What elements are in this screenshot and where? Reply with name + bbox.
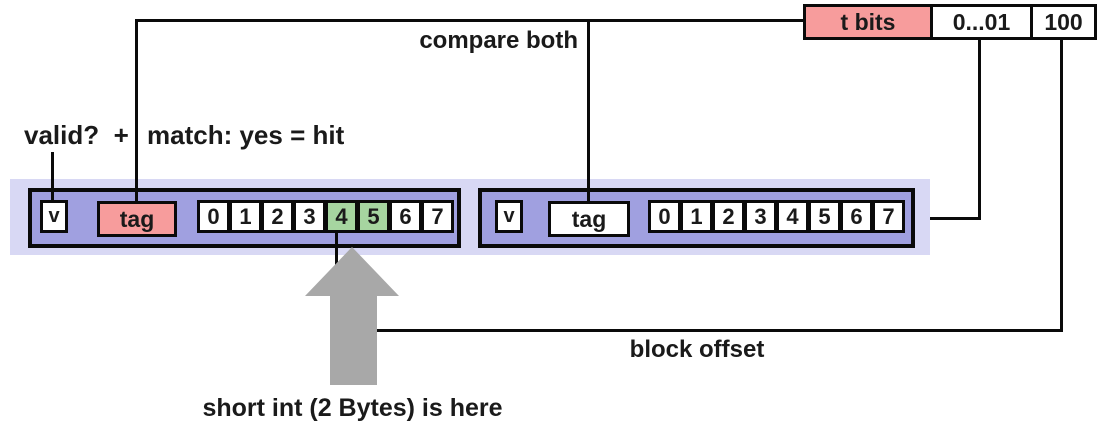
- byte-cell-1: 1: [680, 200, 713, 233]
- byte-cell-2: 2: [261, 200, 294, 233]
- valid-bit-box-1: v: [40, 200, 68, 233]
- tag-box-1: tag: [97, 201, 177, 237]
- address-set-index-label: 0...01: [952, 8, 1011, 35]
- address-tag-bits-label: t bits: [840, 8, 896, 35]
- byte-cell-5: 5: [808, 200, 841, 233]
- address-block-offset-label: 100: [1044, 8, 1083, 35]
- byte-cell-6: 6: [840, 200, 873, 233]
- wire-tag1-vertical: [135, 19, 138, 204]
- wire-setindex-vertical: [978, 38, 981, 220]
- byte-cell-0: 0: [197, 200, 230, 233]
- match-label: match: yes = hit: [147, 120, 345, 150]
- byte-cell-6: 6: [389, 200, 422, 233]
- compare-both-label: compare both: [419, 27, 578, 54]
- byte-cell-4: 4: [325, 200, 358, 233]
- short-int-arrow-shape: [305, 247, 399, 385]
- wire-compare-top: [135, 19, 806, 22]
- tag-label-2: tag: [571, 205, 607, 232]
- byte-cell-2: 2: [712, 200, 745, 233]
- byte-cell-3: 3: [744, 200, 777, 233]
- byte-cell-7: 7: [421, 200, 454, 233]
- valid-bit-label-1: v: [48, 205, 60, 227]
- byte-cell-1: 1: [229, 200, 262, 233]
- wire-setindex-horizontal: [930, 217, 981, 220]
- wire-offset-horizontal: [336, 329, 1063, 332]
- wire-byte45-vertical: [335, 233, 338, 332]
- valid-bit-box-2: v: [495, 200, 523, 233]
- address-block-offset-box: 100: [1030, 4, 1097, 40]
- valid-label: valid? +: [24, 120, 129, 150]
- tag-label-1: tag: [119, 205, 155, 232]
- wire-tag2-vertical: [587, 19, 590, 203]
- wire-offset-vertical: [1060, 38, 1063, 332]
- tag-box-2: tag: [548, 201, 630, 237]
- wire-valid-vertical: [51, 152, 54, 202]
- short-int-label: short int (2 Bytes) is here: [202, 394, 503, 422]
- byte-cell-4: 4: [776, 200, 809, 233]
- block-offset-label: block offset: [629, 336, 765, 363]
- byte-cell-0: 0: [648, 200, 681, 233]
- byte-cell-5: 5: [357, 200, 390, 233]
- byte-cell-7: 7: [872, 200, 905, 233]
- address-tag-bits-box: t bits: [803, 4, 933, 40]
- address-set-index-box: 0...01: [930, 4, 1033, 40]
- valid-bit-label-2: v: [503, 205, 515, 227]
- byte-cell-3: 3: [293, 200, 326, 233]
